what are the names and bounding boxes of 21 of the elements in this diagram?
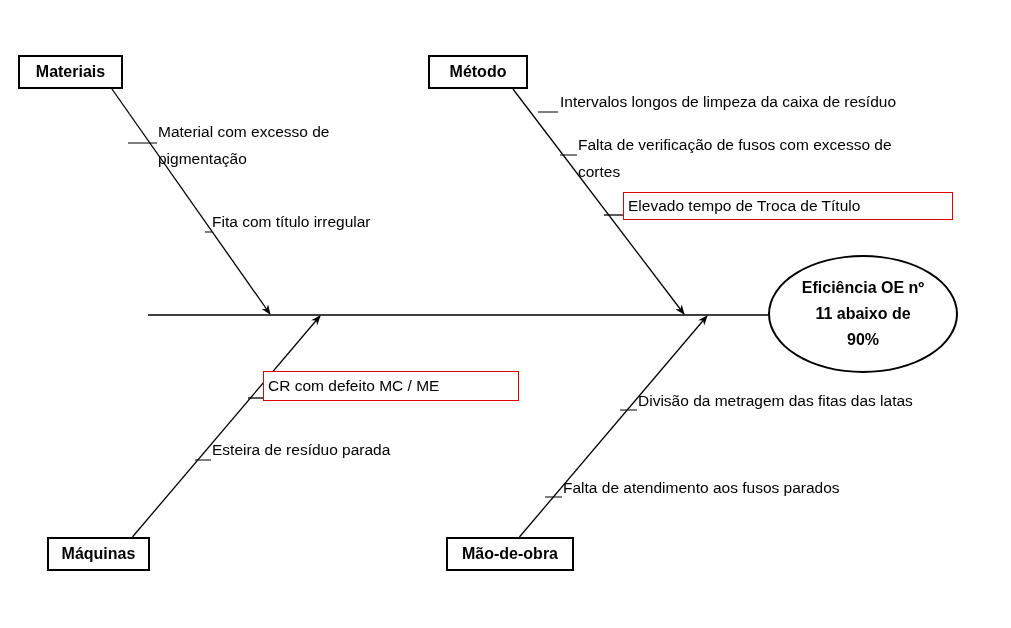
- cause-text: Falta de verificação de fusos com excesso de cortes: [578, 135, 893, 182]
- bone-arrow: [512, 88, 685, 315]
- category-box: Método: [428, 55, 528, 89]
- cause-text: Fita com título irregular: [212, 212, 372, 232]
- cause-text: Falta de atendimento aos fusos parados: [563, 478, 841, 498]
- cause-text: Material com excesso de pigmentação: [158, 122, 331, 169]
- cause-tick: [603, 214, 624, 216]
- cause-tick: [247, 397, 264, 399]
- category-box: Mão-de-obra: [446, 537, 574, 571]
- cause-text: Esteira de resíduo parada: [212, 440, 392, 460]
- category-box: Materiais: [18, 55, 123, 89]
- highlighted-cause: Elevado tempo de Troca de Título: [623, 192, 953, 220]
- bone-arrow: [131, 315, 321, 538]
- category-box: Máquinas: [47, 537, 150, 571]
- bone-arrow: [111, 88, 271, 315]
- cause-text: Divisão da metragem das fitas das latas: [638, 391, 914, 411]
- cause-text: Intervalos longos de limpeza da caixa de resíduo: [560, 92, 898, 112]
- spine-line: [147, 314, 769, 316]
- effect-ellipse: Eficiência OE nº 11 abaixo de 90%: [768, 255, 958, 373]
- highlighted-cause: CR com defeito MC / ME: [263, 371, 519, 401]
- bone-arrow: [518, 315, 708, 538]
